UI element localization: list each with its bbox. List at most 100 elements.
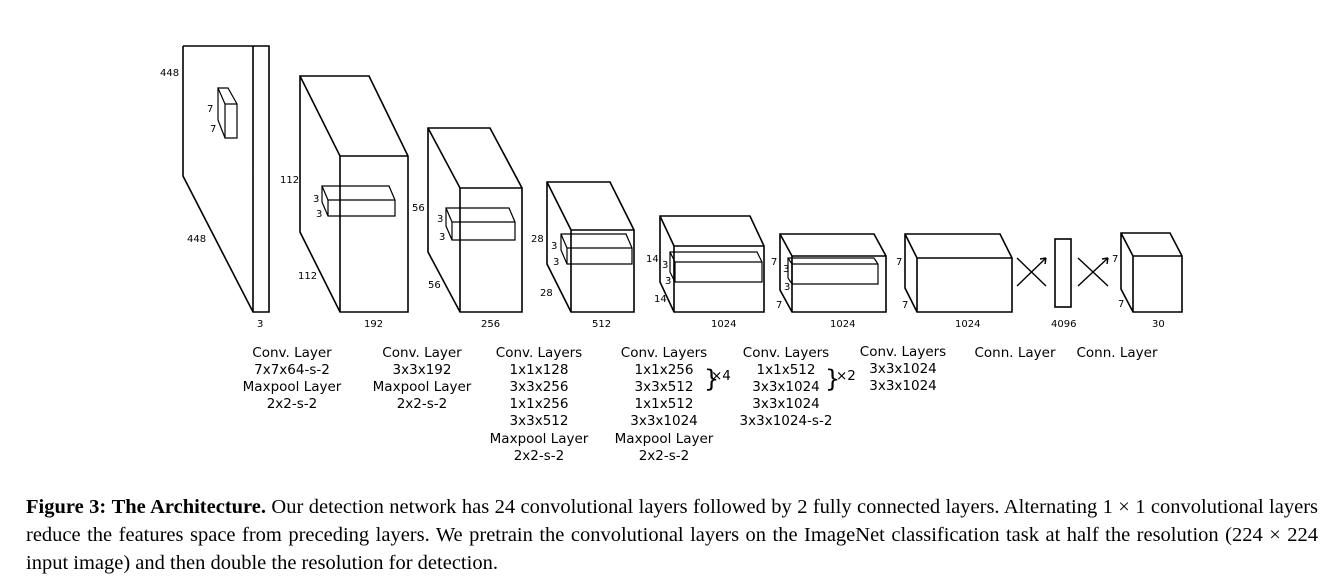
input-volume: 448 448 3 7 7: [160, 45, 270, 330]
block3-kernel-w-label: 3: [553, 257, 559, 268]
layer-line: 3x3x512: [510, 413, 569, 429]
block3-height-label: 28: [531, 234, 544, 245]
layer-line: Conv. Layer: [252, 345, 332, 361]
block2-channels-label: 256: [481, 319, 500, 330]
layer-line: Maxpool Layer: [373, 379, 472, 395]
full-connection-1: [1016, 257, 1047, 287]
block4-kernel: [669, 251, 763, 283]
block3-volume: 28 28 512 3 3: [531, 181, 635, 330]
layer-group-8: Conn. Layer: [1076, 345, 1157, 361]
block4-kernel-h-label: 3: [662, 260, 668, 271]
layer-line: 3x3x512: [635, 379, 694, 395]
block5-height-label: 7: [771, 257, 777, 268]
caption-body: Our detection network has 24 convolution…: [26, 496, 1319, 574]
layer-line: Conn. Layer: [1076, 345, 1157, 361]
layer-group-1: Conv. Layer 7x7x64-s-2 Maxpool Layer 2x2…: [243, 345, 342, 412]
block4-volume: 14 14 1024 3 3: [646, 215, 765, 330]
block4-width-label: 14: [654, 294, 667, 305]
repeat-count-4: ×4: [711, 368, 731, 384]
block1-width-label: 112: [298, 271, 317, 282]
input-width-label: 448: [187, 234, 206, 245]
block4-kernel-w-label: 3: [665, 276, 671, 287]
layer-line: 3x3x192: [393, 362, 452, 378]
block1-kernel-h-label: 3: [313, 194, 319, 205]
caption-title: The Architecture.: [111, 496, 266, 518]
layer-group-5: Conv. Layers 1x1x512 3x3x1024 3x3x1024 3…: [740, 345, 856, 429]
layer-line: 1x1x512: [757, 362, 816, 378]
layer-line: 2x2-s-2: [639, 448, 690, 464]
layer-line: Conv. Layer: [382, 345, 462, 361]
block2-kernel: [445, 207, 516, 241]
block2-width-label: 56: [428, 280, 441, 291]
block3-width-label: 28: [540, 288, 553, 299]
block5-kernel-w-label: 3: [784, 282, 790, 293]
block1-kernel-w-label: 3: [316, 209, 322, 220]
input-kernel-w-label: 7: [210, 124, 216, 135]
layer-line: Conv. Layers: [496, 345, 582, 361]
architecture-diagram: 448 448 3 7 7 112 112 192 3 3 56 56 256 …: [160, 45, 1183, 464]
layer-line: Conv. Layers: [860, 344, 946, 360]
block1-channels-label: 192: [364, 319, 383, 330]
layer-line: Conv. Layers: [743, 345, 829, 361]
layer-line: 3x3x1024: [752, 396, 820, 412]
block5-volume: 7 7 1024 3 3: [771, 233, 887, 330]
block2-kernel-w-label: 3: [439, 232, 445, 243]
block3-kernel-h-label: 3: [551, 241, 557, 252]
block5-kernel-h-label: 3: [783, 264, 789, 275]
block5-kernel: [787, 257, 879, 285]
layer-group-2: Conv. Layer 3x3x192 Maxpool Layer 2x2-s-…: [373, 345, 472, 412]
block6-width-label: 7: [902, 300, 908, 311]
layer-group-6: Conv. Layers 3x3x1024 3x3x1024: [860, 344, 946, 394]
layer-line: 1x1x256: [635, 362, 694, 378]
block6-height-label: 7: [896, 257, 902, 268]
block2-kernel-h-label: 3: [437, 214, 443, 225]
input-height-label: 448: [160, 68, 179, 79]
input-channels-label: 3: [257, 319, 263, 330]
full-connection-2: [1077, 257, 1109, 287]
block5-channels-label: 1024: [830, 319, 855, 330]
layer-line: 3x3x1024: [630, 413, 698, 429]
output-volume: 7 7 30: [1112, 232, 1183, 330]
repeat-brace: }: [825, 365, 840, 393]
output-height-label: 7: [1112, 254, 1118, 265]
layer-line: Conv. Layers: [621, 345, 707, 361]
layer-group-3: Conv. Layers 1x1x128 3x3x256 1x1x256 3x3…: [490, 345, 589, 464]
layer-line: 3x3x1024: [869, 361, 937, 377]
block2-volume: 56 56 256 3 3: [412, 127, 523, 330]
block4-height-label: 14: [646, 254, 659, 265]
layer-line: 2x2-s-2: [267, 396, 318, 412]
input-kernel-h-label: 7: [207, 104, 213, 115]
layer-line: Maxpool Layer: [490, 431, 589, 447]
layer-line: 7x7x64-s-2: [254, 362, 330, 378]
repeat-count-2: ×2: [836, 368, 856, 384]
block3-kernel: [560, 233, 633, 265]
layer-line: 3x3x1024: [869, 378, 937, 394]
layer-line: Maxpool Layer: [615, 431, 714, 447]
layer-line: Maxpool Layer: [243, 379, 342, 395]
block5-width-label: 7: [776, 300, 782, 311]
input-kernel: [217, 87, 238, 139]
layer-line: 2x2-s-2: [514, 448, 565, 464]
layer-line: 1x1x512: [635, 396, 694, 412]
layer-line: 3x3x256: [510, 379, 569, 395]
caption-label: Figure 3:: [26, 496, 107, 518]
figure-caption: Figure 3: The Architecture. Our detectio…: [26, 493, 1318, 577]
fc1-layer: 4096: [1051, 238, 1076, 330]
layer-line: Conn. Layer: [974, 345, 1055, 361]
layer-line: 3x3x1024: [752, 379, 820, 395]
block1-height-label: 112: [280, 175, 299, 186]
block2-height-label: 56: [412, 203, 425, 214]
layer-line: 3x3x1024-s-2: [740, 413, 833, 429]
block3-channels-label: 512: [592, 319, 611, 330]
layer-line: 1x1x256: [510, 396, 569, 412]
block6-channels-label: 1024: [955, 319, 980, 330]
block1-volume: 112 112 192 3 3: [280, 75, 409, 330]
layer-group-7: Conn. Layer: [974, 345, 1055, 361]
output-width-label: 7: [1118, 299, 1124, 310]
layer-line: 1x1x128: [510, 362, 569, 378]
block6-volume: 7 7 1024: [896, 233, 1013, 330]
repeat-brace: }: [704, 365, 719, 393]
output-channels-label: 30: [1152, 319, 1165, 330]
fc1-size-label: 4096: [1051, 319, 1076, 330]
block4-channels-label: 1024: [711, 319, 736, 330]
